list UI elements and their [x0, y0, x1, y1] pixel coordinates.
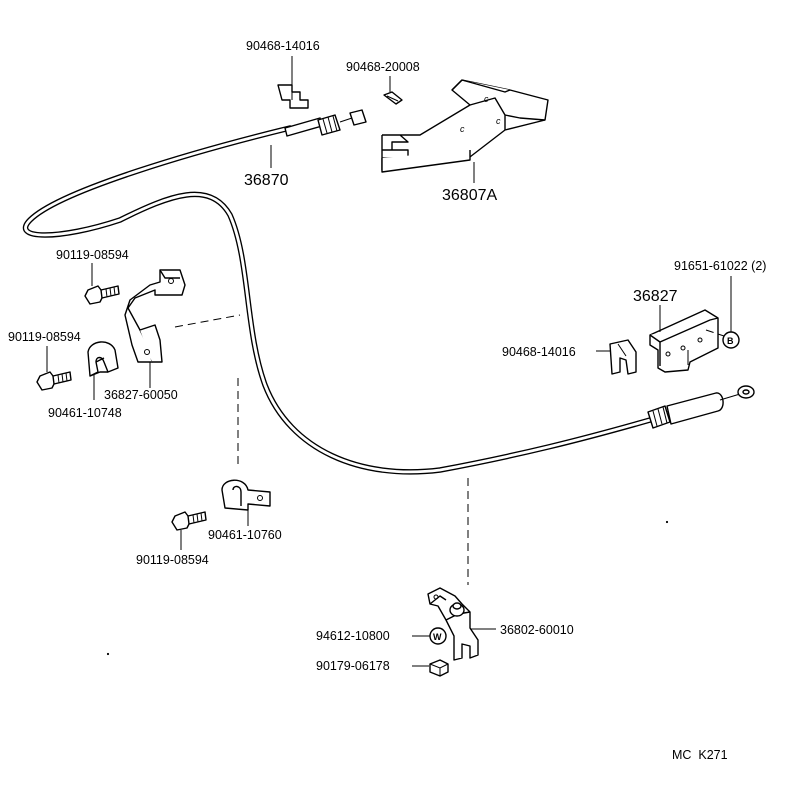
cable-upper-end — [284, 109, 367, 137]
clamp-mid-part — [221, 479, 271, 511]
bracket-left-part — [124, 269, 186, 363]
label-clip-right: 90468-14016 — [502, 345, 576, 359]
label-clamp-left: 90461-10748 — [48, 406, 122, 420]
label-bracket-right: 36827 — [633, 288, 678, 305]
washer-marker: W — [433, 632, 442, 642]
clip-right-part — [609, 339, 637, 375]
label-bolt-right: 91651-61022 (2) — [674, 259, 766, 273]
dash-bracket-left — [174, 314, 241, 328]
clamp-left-part — [87, 341, 119, 377]
footer-code: MC K271 — [672, 748, 728, 762]
label-washer: 94612-10800 — [316, 629, 390, 643]
cable-lower-end — [647, 385, 755, 429]
label-clip-top: 90468-14016 — [246, 39, 320, 53]
label-nut: 90179-06178 — [316, 659, 390, 673]
label-screw-upper: 90119-08594 — [56, 248, 129, 262]
label-bracket-left: 36827-60050 — [104, 388, 178, 402]
dash-bolt — [705, 329, 725, 337]
bracket-bottom-part — [427, 587, 479, 661]
screw-lower-part — [171, 511, 207, 531]
lever-mark-2: c — [496, 116, 501, 126]
lever-36807a-part — [381, 79, 549, 173]
cable-36870 — [22, 125, 653, 475]
nut-part — [429, 659, 449, 677]
label-bracket-bottom: 36802-60010 — [500, 623, 574, 637]
clip-small-part — [383, 91, 403, 105]
bracket-right-part — [649, 309, 719, 373]
speck-1 — [665, 520, 669, 524]
label-clip-small: 90468-20008 — [346, 60, 420, 74]
label-cable: 36870 — [244, 172, 289, 189]
lever-mark-1: c — [484, 94, 489, 104]
lever-mark-3: c — [460, 124, 465, 134]
bolt-marker: B — [727, 336, 734, 346]
label-clamp-mid: 90461-10760 — [208, 528, 282, 542]
label-screw-left: 90119-08594 — [8, 330, 81, 344]
clip-top-part — [277, 84, 309, 109]
screw-upper-part — [84, 285, 120, 305]
label-lever: 36807A — [442, 187, 497, 204]
speck-2 — [106, 652, 110, 656]
screw-left-part — [36, 371, 72, 391]
label-screw-lower: 90119-08594 — [136, 553, 209, 567]
